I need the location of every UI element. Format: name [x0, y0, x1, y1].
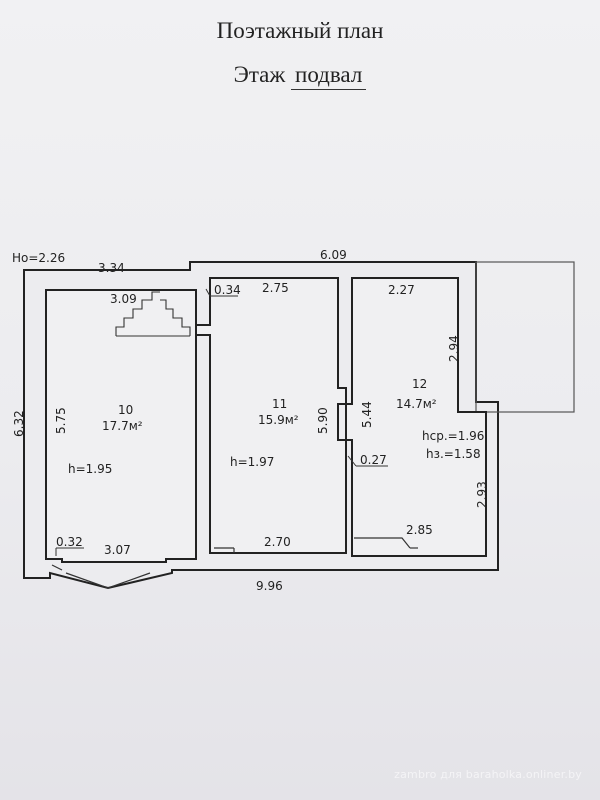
entry-door-line — [51, 564, 63, 571]
room-10-number: 10 — [118, 403, 133, 417]
leader-027 — [347, 455, 357, 467]
room-12-side-bottom: 2.93 — [475, 481, 489, 508]
floor-label: Этаж — [233, 62, 286, 87]
dim-bottom-overall: 9.96 — [256, 579, 283, 593]
room-12-h-z: hз.=1.58 — [426, 447, 481, 461]
dim-top-left: 3.34 — [98, 261, 125, 275]
room-10-side: 5.75 — [54, 407, 68, 434]
watermark: zambro для baraholka.onliner.by — [394, 768, 582, 781]
room-12-side-top: 2.94 — [447, 335, 461, 362]
room-11-side: 5.90 — [316, 407, 330, 434]
room-10-area: 17.7м² — [102, 419, 143, 433]
room-12-wall: 0.27 — [360, 453, 387, 467]
dim-left-outer: 6.32 — [12, 410, 26, 437]
floor-value: подвал — [291, 62, 367, 91]
room-11-area: 15.9м² — [258, 413, 299, 427]
height-mark: Ho=2.26 — [12, 251, 65, 265]
staircase — [115, 291, 191, 337]
room-10-top: 3.09 — [110, 292, 137, 306]
room-10-bottom: 3.07 — [104, 543, 131, 557]
room-11-wall: 0.34 — [214, 283, 241, 297]
room-10-corner: 0.32 — [56, 535, 83, 549]
floor-heading: Этаж подвал — [0, 62, 600, 91]
room-11-height: h=1.97 — [230, 455, 274, 469]
room-12-top: 2.27 — [388, 283, 415, 297]
room-12-number: 12 — [412, 377, 427, 391]
room-12-bottom: 2.85 — [406, 523, 433, 537]
plan-title: Поэтажный план — [216, 18, 384, 43]
leader-034 — [205, 288, 211, 297]
room-11-number: 11 — [272, 397, 287, 411]
room-12-left-side: 5.44 — [360, 401, 374, 428]
room-12-h-avg: hср.=1.96 — [422, 429, 484, 443]
annex-outline — [475, 261, 575, 413]
room-10-outline — [45, 289, 197, 563]
dim-top-overall: 6.09 — [320, 248, 347, 262]
room-11-bottom: 2.70 — [264, 535, 291, 549]
room-12-step — [354, 537, 411, 549]
room-10-height: h=1.95 — [68, 462, 112, 476]
room-11-top: 2.75 — [262, 281, 289, 295]
entry-door — [65, 572, 151, 589]
room-12-area: 14.7м² — [396, 397, 437, 411]
room-12-outline — [345, 277, 487, 557]
